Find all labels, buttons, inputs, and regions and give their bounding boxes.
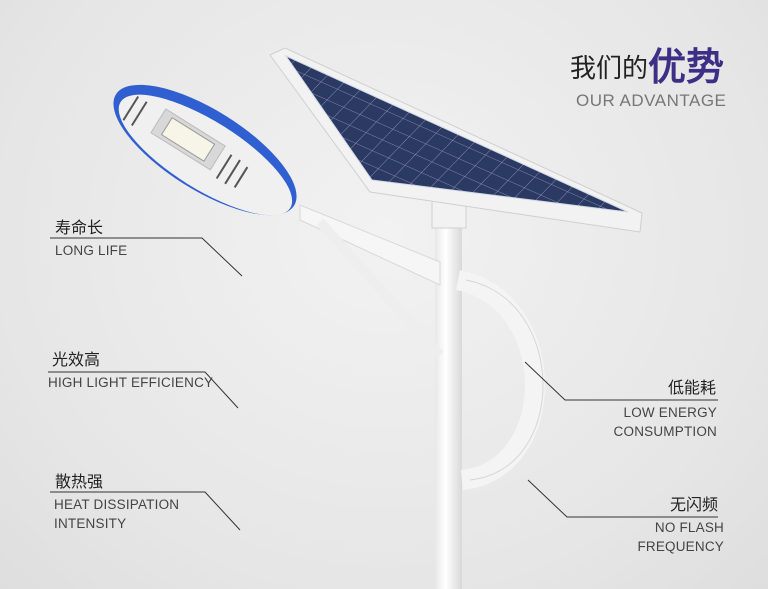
feature-desc-line: HEAT DISSIPATION — [54, 497, 180, 512]
feature-title-long-life: 寿命长 — [55, 218, 104, 237]
solar-panel — [269, 47, 643, 233]
title-emphasis: 优势 — [648, 45, 725, 89]
feature-desc-efficiency: HIGH LIGHT EFFICIENCY — [48, 375, 214, 390]
lamp-head — [113, 84, 297, 216]
page-title: 我们的优势 — [570, 36, 724, 91]
feature-title-efficiency: 光效高 — [52, 350, 101, 369]
feature-desc-no-flash: NO FLASH FREQUENCY — [637, 518, 724, 556]
page-subtitle: OUR ADVANTAGE — [576, 91, 727, 110]
leader-lines — [48, 237, 718, 531]
feature-desc-line: INTENSITY — [54, 516, 127, 531]
lamp-arm — [299, 204, 441, 286]
feature-desc-line: FREQUENCY — [637, 539, 724, 554]
feature-title-heat: 散热强 — [55, 472, 104, 491]
title-prefix: 我们的 — [570, 54, 649, 84]
feature-title-no-flash: 无闪频 — [669, 495, 718, 514]
feature-title-energy: 低能耗 — [667, 378, 716, 397]
feature-desc-heat: HEAT DISSIPATION INTENSITY — [54, 495, 179, 533]
feature-desc-energy: LOW ENERGY CONSUMPTION — [614, 403, 717, 441]
feature-desc-line: NO FLASH — [654, 520, 724, 535]
feature-desc-line: CONSUMPTION — [613, 424, 717, 439]
feature-desc-line: LOW ENERGY — [623, 405, 717, 420]
feature-desc-long-life: LONG LIFE — [55, 243, 128, 258]
curved-arm — [455, 270, 545, 490]
